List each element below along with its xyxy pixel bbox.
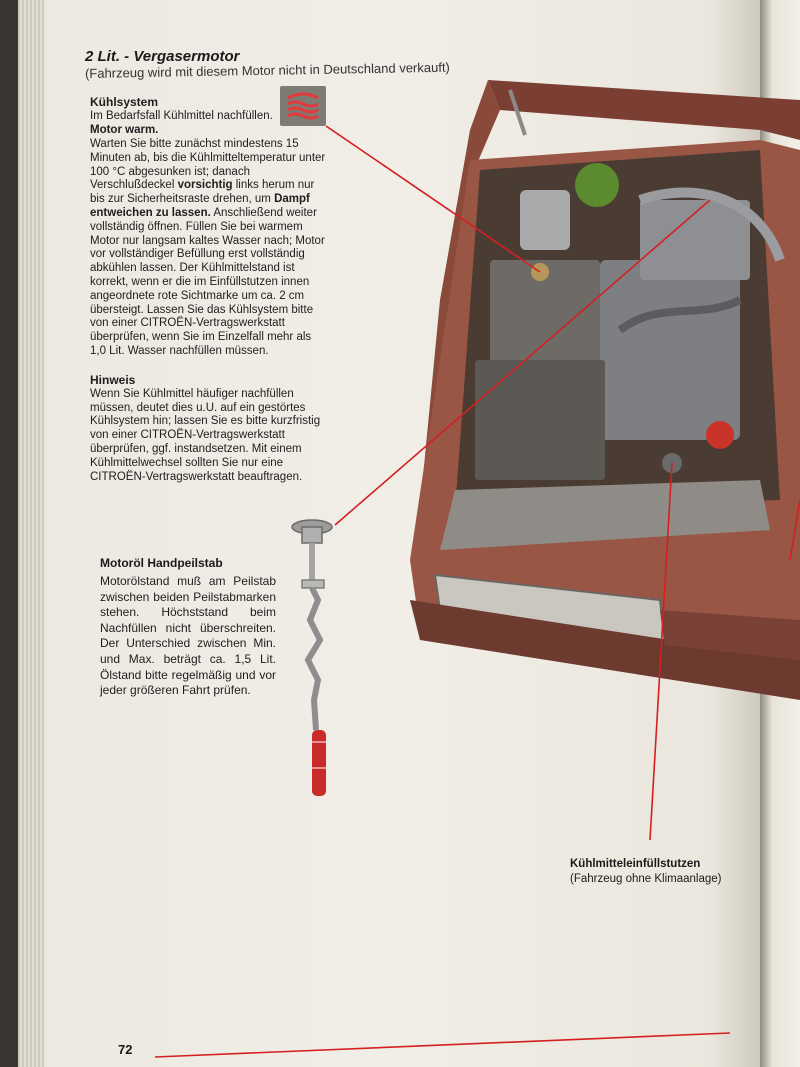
- note-text: Wenn Sie Kühlmittel häufiger nachfüllen …: [90, 387, 321, 483]
- cooling-intro: Kühlsystem Im Bedarfsfall Kühlmittel nac…: [90, 95, 280, 137]
- open-hood: [488, 80, 800, 140]
- cooling-p2: links herum nur bis zur Sicherheitsraste…: [90, 179, 315, 206]
- dipstick-illustration: [291, 519, 333, 796]
- cooling-p1: Warten Sie bitte zunächst mindestens 15 …: [90, 138, 326, 192]
- footer-rule: [154, 1032, 731, 1058]
- callout-lines: [154, 125, 800, 1058]
- cooling-heading: Kühlsystem: [90, 95, 159, 109]
- note-heading: Hinweis: [90, 373, 136, 387]
- battery: [475, 360, 605, 480]
- page-title: 2 Lit. - Vergasermotor: [85, 48, 240, 65]
- cooling-p1-bold: vorsichtig: [177, 179, 233, 192]
- hot-coolant-warning-icon: [280, 86, 326, 126]
- hydraulic-sphere: [575, 163, 619, 207]
- page-number: 72: [118, 1042, 133, 1057]
- engine-block: [600, 260, 740, 440]
- dipstick-heading: Motoröl Handpeilstab: [100, 556, 223, 570]
- filler-neck-note: (Fahrzeug ohne Klimaanlage): [570, 873, 722, 885]
- cooling-p2-bold: Dampf entweichen zu lassen.: [90, 193, 310, 219]
- cooling-instructions: Warten Sie bitte zunächst mindestens 15 …: [90, 138, 330, 359]
- page-stack-edge: [18, 0, 44, 1067]
- dipstick-text: Motorölstand muß am Peilstab zwischen be…: [100, 574, 276, 698]
- cooling-note: Hinweis Wenn Sie Kühlmittel häufiger nac…: [90, 373, 330, 484]
- bumper: [410, 600, 800, 700]
- cooling-intro-bold: Motor warm.: [90, 123, 159, 136]
- cooling-p3: Anschließend weiter vollständig öffnen. …: [90, 206, 325, 357]
- cooling-intro-text: Im Bedarfsfall Kühlmittel nachfüllen.: [90, 109, 273, 122]
- filler-neck-heading: Kühlmitteleinfüllstutzen: [570, 858, 701, 870]
